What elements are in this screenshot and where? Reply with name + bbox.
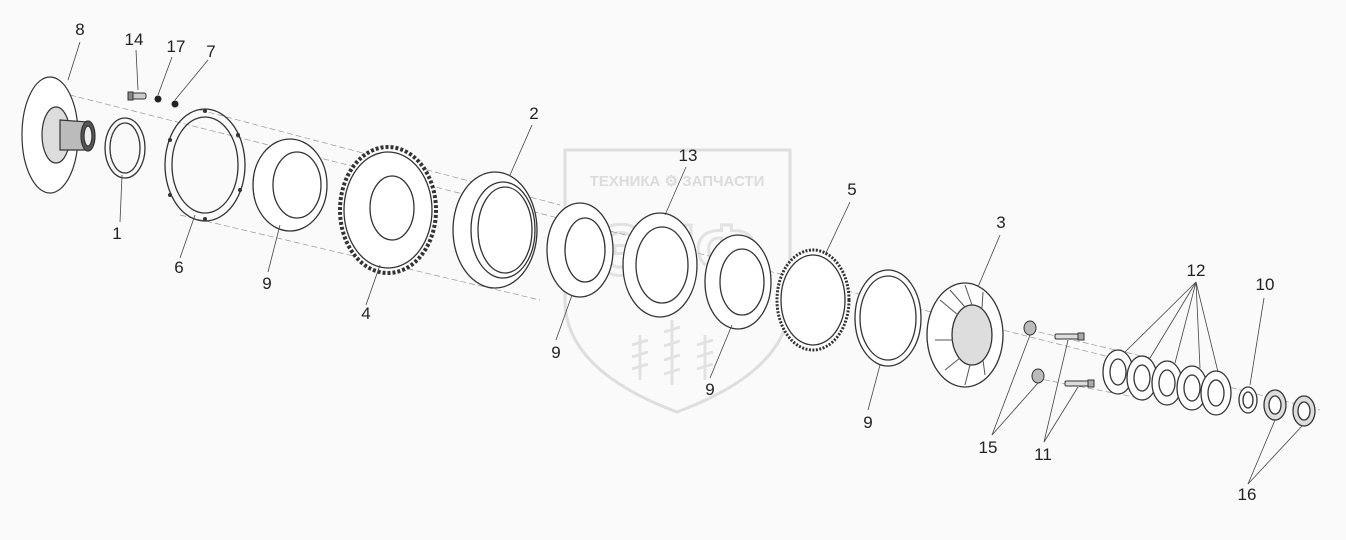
part-10-washer <box>1238 386 1258 414</box>
watermark-brand-text: ТЕХНИКА ⚙ ЗАПЧАСТИ <box>590 173 765 190</box>
part-8-hub-flange <box>21 76 96 194</box>
part-14-bolt <box>127 91 147 101</box>
part-9c-disc <box>704 234 772 330</box>
part-2-housing <box>452 171 538 289</box>
part-11-bolts <box>1054 332 1095 388</box>
callout-10: 10 <box>1255 275 1275 294</box>
leader-lines <box>67 41 1303 485</box>
callout-13: 13 <box>678 146 698 165</box>
callout-14: 14 <box>124 30 144 49</box>
callout-1: 1 <box>112 224 122 243</box>
part-9d-disc <box>854 269 922 367</box>
callout-6: 6 <box>174 258 184 277</box>
part-17-ball <box>154 95 162 103</box>
callout-4: 4 <box>361 304 371 323</box>
part-9b-disc <box>546 202 614 298</box>
part-9a-disc <box>252 138 328 232</box>
part-6-bolt-plate <box>164 108 246 222</box>
watermark-wheat-icon <box>631 320 714 385</box>
callout-17: 17 <box>166 37 186 56</box>
callout-5: 5 <box>847 180 857 199</box>
part-7-ball <box>171 100 179 108</box>
callout-16: 16 <box>1237 485 1257 504</box>
callout-8: 8 <box>75 20 85 39</box>
part-12-disc-springs <box>1102 349 1232 416</box>
callout-2: 2 <box>529 104 539 123</box>
callout-3: 3 <box>996 213 1006 232</box>
part-16-nuts <box>1263 389 1316 427</box>
callout-9-b: 9 <box>551 343 561 362</box>
callout-9-d: 9 <box>863 413 873 432</box>
part-15-nuts <box>1023 320 1045 384</box>
callout-9-a: 9 <box>262 274 272 293</box>
callout-15: 15 <box>978 438 998 457</box>
part-5-disc <box>775 248 851 352</box>
part-1-ring <box>104 117 146 179</box>
callout-12: 12 <box>1186 261 1206 280</box>
callout-11: 11 <box>1034 445 1052 464</box>
callout-7: 7 <box>206 42 216 61</box>
callout-9-c: 9 <box>705 380 715 399</box>
part-13-plate <box>622 212 698 318</box>
part-4-sprocket <box>338 145 438 275</box>
part-3-pressure-plate <box>926 282 1004 388</box>
